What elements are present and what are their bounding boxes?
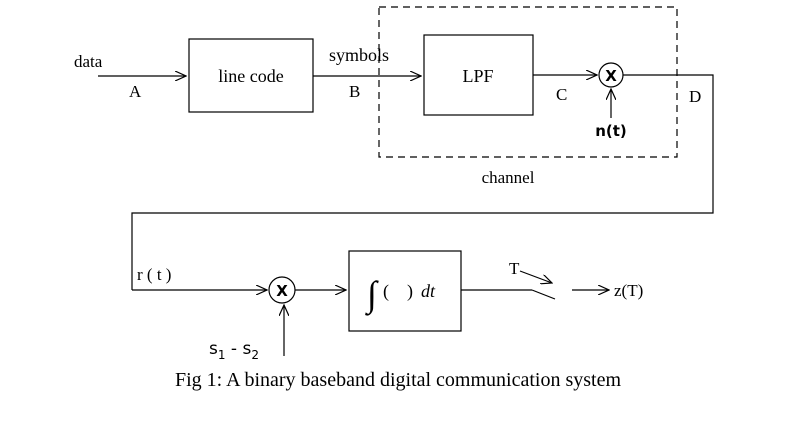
point-c-label: C [556, 85, 567, 104]
input-label: data [74, 52, 103, 71]
output-label: z(T) [614, 281, 643, 300]
integrand-dt: dt [421, 281, 436, 301]
received-label: r ( t ) [137, 265, 171, 284]
point-d-label: D [689, 87, 701, 106]
switch-label: T [509, 259, 520, 278]
integrator-block [348, 250, 462, 332]
switch-pointer-arrow [519, 270, 552, 283]
channel-boundary [378, 6, 678, 158]
channel-label: channel [482, 168, 535, 187]
lpf-label: LPF [462, 66, 493, 86]
symbols-label: symbols [329, 45, 389, 65]
reference-label: s1 - s2 [209, 339, 259, 362]
line-code-label: line code [218, 66, 283, 86]
correlator-mixer-symbol: X [276, 282, 288, 300]
integral-sign: ∫ [365, 274, 379, 316]
noise-label: n(t) [595, 122, 627, 140]
sampling-switch [531, 289, 556, 300]
point-b-label: B [349, 82, 360, 101]
integrand-paren: ( ) [383, 281, 413, 302]
point-a-label: A [129, 82, 142, 101]
channel-output-wire [131, 74, 714, 290]
figure-caption: Fig 1: A binary baseband digital communi… [175, 369, 621, 391]
noise-mixer-symbol: X [605, 67, 617, 85]
